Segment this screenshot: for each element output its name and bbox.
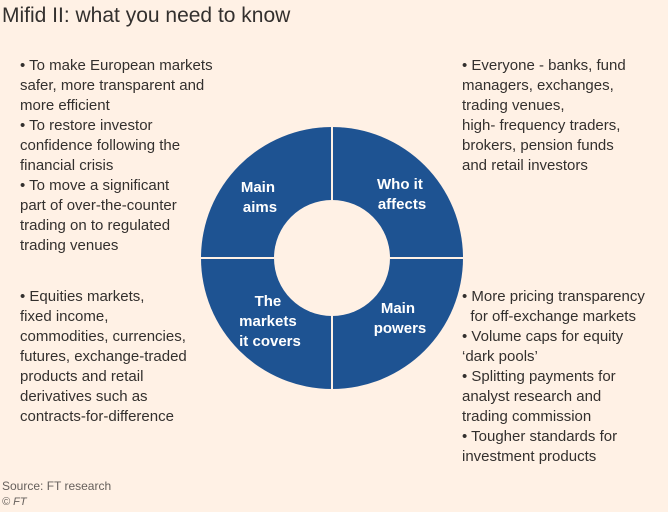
markets-line: futures, exchange-traded <box>20 348 187 365</box>
markets-line: fixed income, <box>20 308 109 325</box>
markets-line: commodities, currencies, <box>20 328 186 345</box>
main-aims-text: • To make European markets safer, more t… <box>20 56 213 256</box>
main-aims-line: trading venues <box>20 237 119 254</box>
main-powers-label-line: powers <box>374 320 427 337</box>
main-powers-label-line: Main <box>381 300 415 317</box>
affects-line: trading venues, <box>462 97 565 114</box>
powers-line: ‘dark pools’ <box>462 348 538 365</box>
main-aims-line: • To restore investor <box>20 117 153 134</box>
affects-line: • Everyone - banks, fund <box>462 57 626 74</box>
affects-line: and retail investors <box>462 157 588 174</box>
main-aims-line: financial crisis <box>20 157 114 174</box>
markets-covered-label: The markets it covers <box>239 293 301 350</box>
markets-covered-label-line: it covers <box>239 333 301 350</box>
powers-line: • More pricing transparency <box>462 288 645 305</box>
main-aims-line: confidence following the <box>20 137 181 154</box>
main-aims-label-line: Main <box>241 179 275 196</box>
main-aims-line: trading on to regulated <box>20 217 171 234</box>
markets-covered-text: • Equities markets, fixed income, commod… <box>20 287 187 427</box>
markets-covered-label-line: The <box>255 293 282 310</box>
markets-line: • Equities markets, <box>20 288 145 305</box>
markets-line: derivatives such as <box>20 388 148 405</box>
main-aims-line: part of over-the-counter <box>20 197 177 214</box>
affects-line: brokers, pension funds <box>462 137 614 154</box>
who-it-affects-label: Who it affects <box>377 176 427 213</box>
markets-covered-label-line: markets <box>239 313 297 330</box>
affects-line: managers, exchanges, <box>462 77 614 94</box>
source-note: Source: FT research <box>2 479 112 493</box>
powers-line: investment products <box>462 448 597 465</box>
who-it-affects-label-line: Who it <box>377 176 423 193</box>
main-aims-line: safer, more transparent and <box>20 77 205 94</box>
main-aims-label: Main aims <box>241 179 279 216</box>
powers-line: • Splitting payments for <box>462 368 616 385</box>
main-powers-text: • More pricing transparency for off-exch… <box>462 287 645 467</box>
affects-line: high- frequency traders, <box>462 117 621 134</box>
who-it-affects-text: • Everyone - banks, fund managers, excha… <box>462 56 626 176</box>
markets-line: products and retail <box>20 368 144 385</box>
powers-line: • Tougher standards for <box>462 428 618 445</box>
who-it-affects-label-line: affects <box>378 196 426 213</box>
donut-hole <box>274 200 390 316</box>
page-title: Mifid II: what you need to know <box>2 4 291 27</box>
quadrant-donut: Main aims Who it affects The markets it … <box>200 126 464 390</box>
powers-line: analyst research and <box>462 388 602 405</box>
main-aims-label-line: aims <box>243 199 277 216</box>
powers-line: trading commission <box>462 408 592 425</box>
main-aims-line: • To make European markets <box>20 57 213 74</box>
powers-line: for off-exchange markets <box>462 308 636 325</box>
main-powers-label: Main powers <box>374 300 427 337</box>
markets-line: contracts-for-difference <box>20 408 174 425</box>
powers-line: • Volume caps for equity <box>462 328 624 345</box>
main-aims-line: more efficient <box>20 97 110 114</box>
copyright-note: © FT <box>2 496 27 508</box>
main-aims-line: • To move a significant <box>20 177 170 194</box>
